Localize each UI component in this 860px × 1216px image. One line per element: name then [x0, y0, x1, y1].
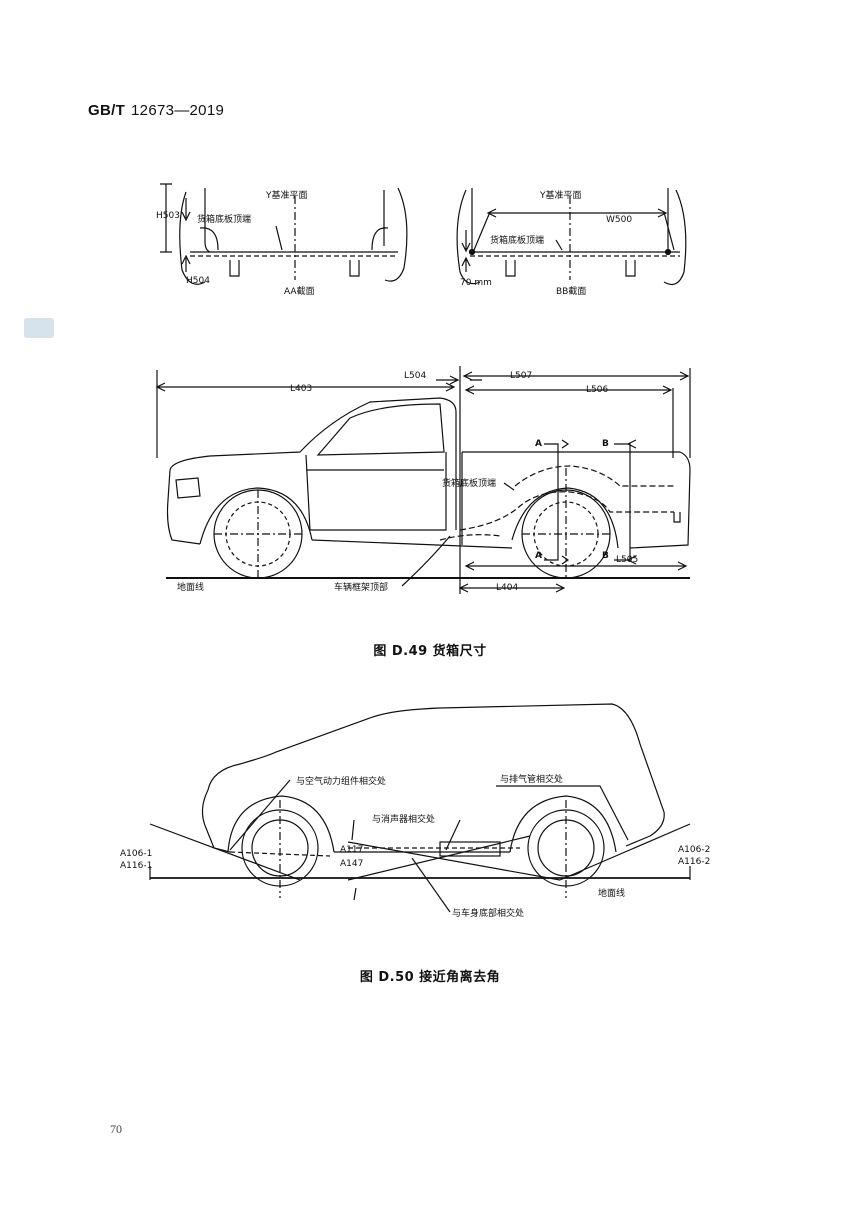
- side-stamp-mark: [24, 318, 54, 338]
- d50-ground-label: 地面线: [598, 887, 625, 899]
- figure-d50-caption: 图 D.50 接近角离去角: [359, 970, 501, 985]
- bb-w500-label: W500: [606, 215, 632, 225]
- a116-2-label: A116-2: [678, 857, 710, 867]
- dim-l505-label: L505: [616, 555, 638, 565]
- standard-header: GB/T 12673—2019: [88, 102, 224, 119]
- a116-1-label: A116-1: [120, 861, 152, 871]
- a117-label: A117: [340, 845, 363, 855]
- side-ground-label: 地面线: [177, 581, 204, 593]
- figure-d49-caption: 图 D.49 货箱尺寸: [373, 644, 487, 659]
- bb-section-label: BB截面: [556, 285, 586, 297]
- standard-code: GB/T: [88, 102, 126, 119]
- section-mark-a-top: A: [535, 439, 542, 449]
- muffler-intersect-label: 与消声器相交处: [372, 813, 435, 825]
- dim-l507-label: L507: [510, 371, 532, 381]
- suv-angle-diagram: 与空气动力组件相交处 与排气管相交处 与消声器相交处 与车身底部相交处 地面线 …: [120, 703, 710, 919]
- section-mark-b-bottom: B: [602, 551, 609, 561]
- a106-1-label: A106-1: [120, 849, 152, 859]
- bb-floor-top-label: 货箱底板顶端: [490, 234, 544, 246]
- bb-offset-label: 70 mm: [460, 278, 492, 288]
- dim-l403-label: L403: [290, 384, 312, 394]
- a147-label: A147: [340, 859, 363, 869]
- body-intersect-label: 与车身底部相交处: [452, 907, 524, 919]
- aa-section-label: AA截面: [284, 285, 315, 297]
- aa-floor-top-label: 货箱底板顶端: [197, 213, 251, 225]
- side-frame-top-label: 车辆框架顶部: [334, 581, 388, 593]
- aa-h503-label: H503: [156, 211, 180, 221]
- page-number: 70: [110, 1122, 122, 1136]
- aa-section-diagram: Y基准平面 货箱底板顶端 H503 H504 AA截面: [156, 183, 408, 297]
- exhaust-intersect-label: 与排气管相交处: [500, 773, 563, 785]
- aero-intersect-label: 与空气动力组件相交处: [296, 775, 386, 787]
- pickup-side-view: L403 L504 L507 L506 A A B: [155, 366, 691, 594]
- dim-l404-label: L404: [496, 583, 518, 593]
- aa-h504-label: H504: [186, 276, 210, 286]
- bb-ref-plane-label: Y基准平面: [539, 189, 582, 201]
- side-floor-top-label: 货箱底板顶端: [442, 477, 496, 489]
- a106-2-label: A106-2: [678, 845, 710, 855]
- section-mark-b-top: B: [602, 439, 609, 449]
- bb-section-diagram: Y基准平面 货箱底板顶端 W500 70 mm BB截面: [456, 188, 687, 297]
- section-mark-a-bottom: A: [535, 551, 542, 561]
- dim-l506-label: L506: [586, 385, 608, 395]
- standard-number: 12673—2019: [131, 102, 225, 119]
- aa-ref-plane-label: Y基准平面: [265, 189, 308, 201]
- dim-l504-label: L504: [404, 371, 426, 381]
